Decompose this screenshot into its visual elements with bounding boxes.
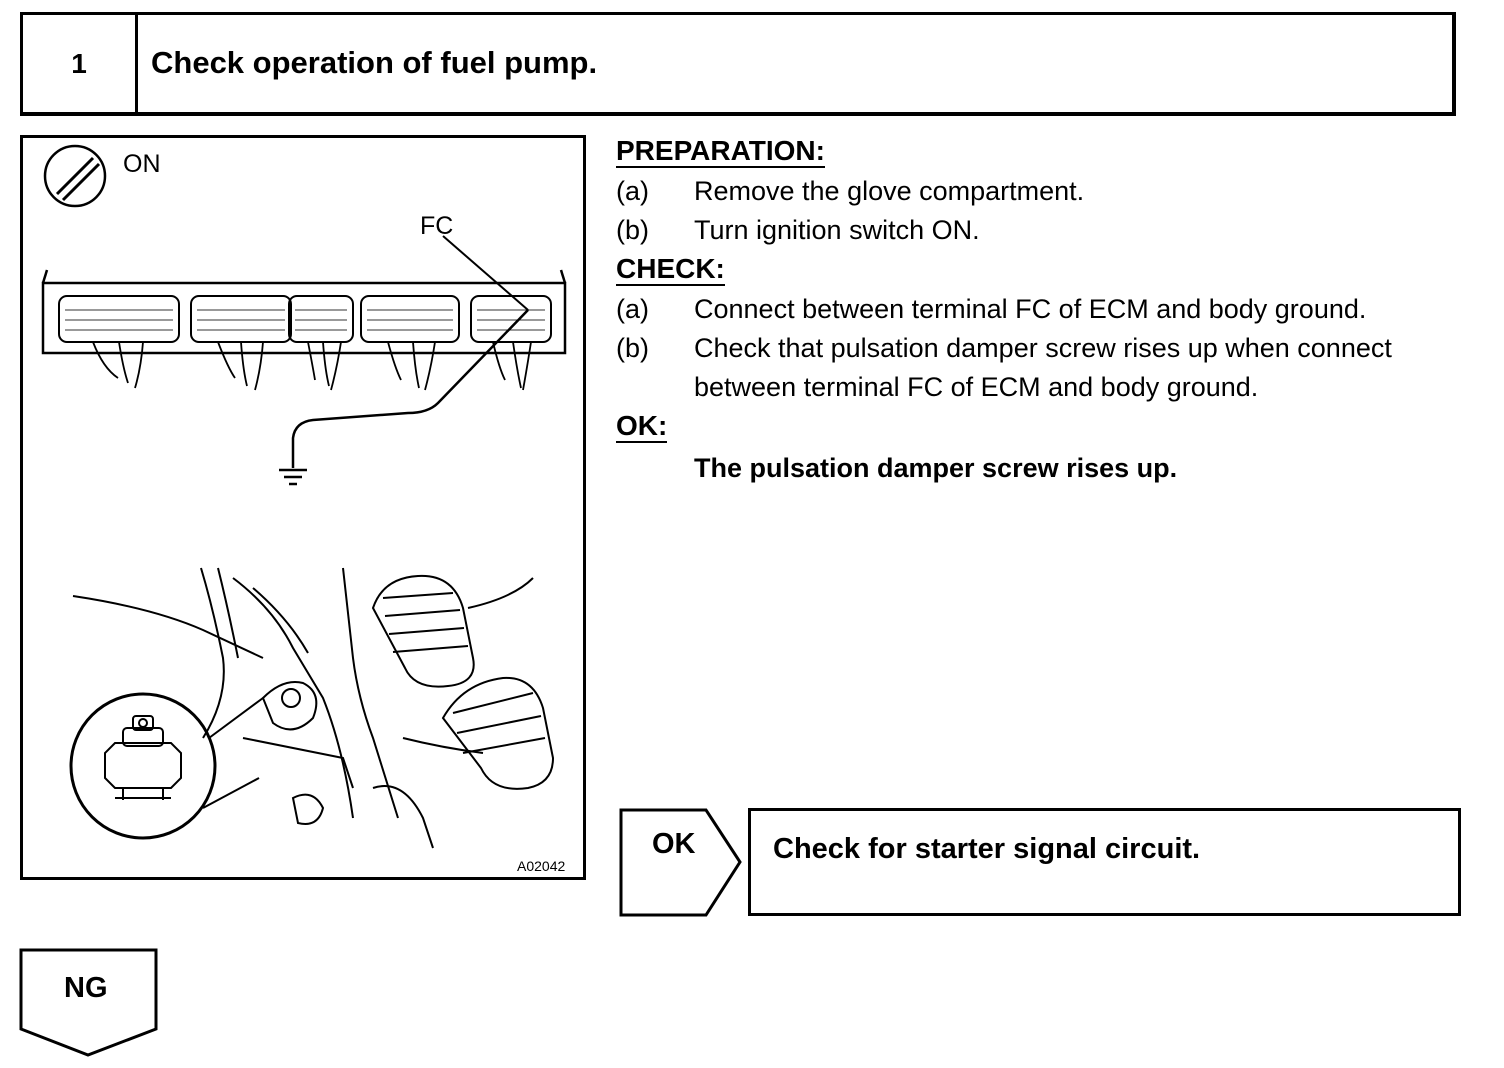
- ok-action-box: Check for starter signal circuit.: [748, 808, 1461, 916]
- step-title: Check operation of fuel pump.: [151, 45, 598, 80]
- item-label: (b): [616, 215, 649, 245]
- terminal-fc-label: FC: [420, 212, 454, 240]
- ecm-illustration: ON FC A02042: [20, 135, 586, 880]
- ok-branch-label: OK: [652, 828, 696, 860]
- ok-heading: OK:: [616, 410, 668, 443]
- item-label: (b): [616, 333, 649, 363]
- list-item: (b) Check that pulsation damper screw ri…: [616, 329, 1466, 407]
- preparation-heading: PREPARATION:: [616, 135, 825, 168]
- item-text: Remove the glove compartment.: [694, 176, 1085, 206]
- list-item: (a) Connect between terminal FC of ECM a…: [616, 290, 1466, 329]
- ignition-on-label: ON: [123, 150, 161, 178]
- instructions: PREPARATION: (a) Remove the glove compar…: [616, 132, 1466, 488]
- check-heading: CHECK:: [616, 253, 725, 286]
- list-item: (a) Remove the glove compartment.: [616, 172, 1466, 211]
- ok-result-text: The pulsation damper screw rises up.: [694, 453, 1178, 483]
- step-header: 1 Check operation of fuel pump.: [20, 12, 1456, 116]
- ng-branch-label: NG: [64, 972, 108, 1004]
- item-text: Connect between terminal FC of ECM and b…: [694, 294, 1367, 324]
- ok-action-text: Check for starter signal circuit.: [773, 833, 1201, 865]
- ecm-drawing: [41, 144, 567, 849]
- item-text: Check that pulsation damper screw rises …: [694, 333, 1392, 402]
- item-label: (a): [616, 176, 649, 206]
- ok-arrow-icon: [619, 808, 742, 917]
- item-text: Turn ignition switch ON.: [694, 215, 980, 245]
- figure-code: A02042: [517, 858, 566, 874]
- list-item: (b) Turn ignition switch ON.: [616, 211, 1466, 250]
- ng-arrow-icon: [19, 948, 158, 1057]
- step-number: 1: [23, 15, 138, 112]
- item-label: (a): [616, 294, 649, 324]
